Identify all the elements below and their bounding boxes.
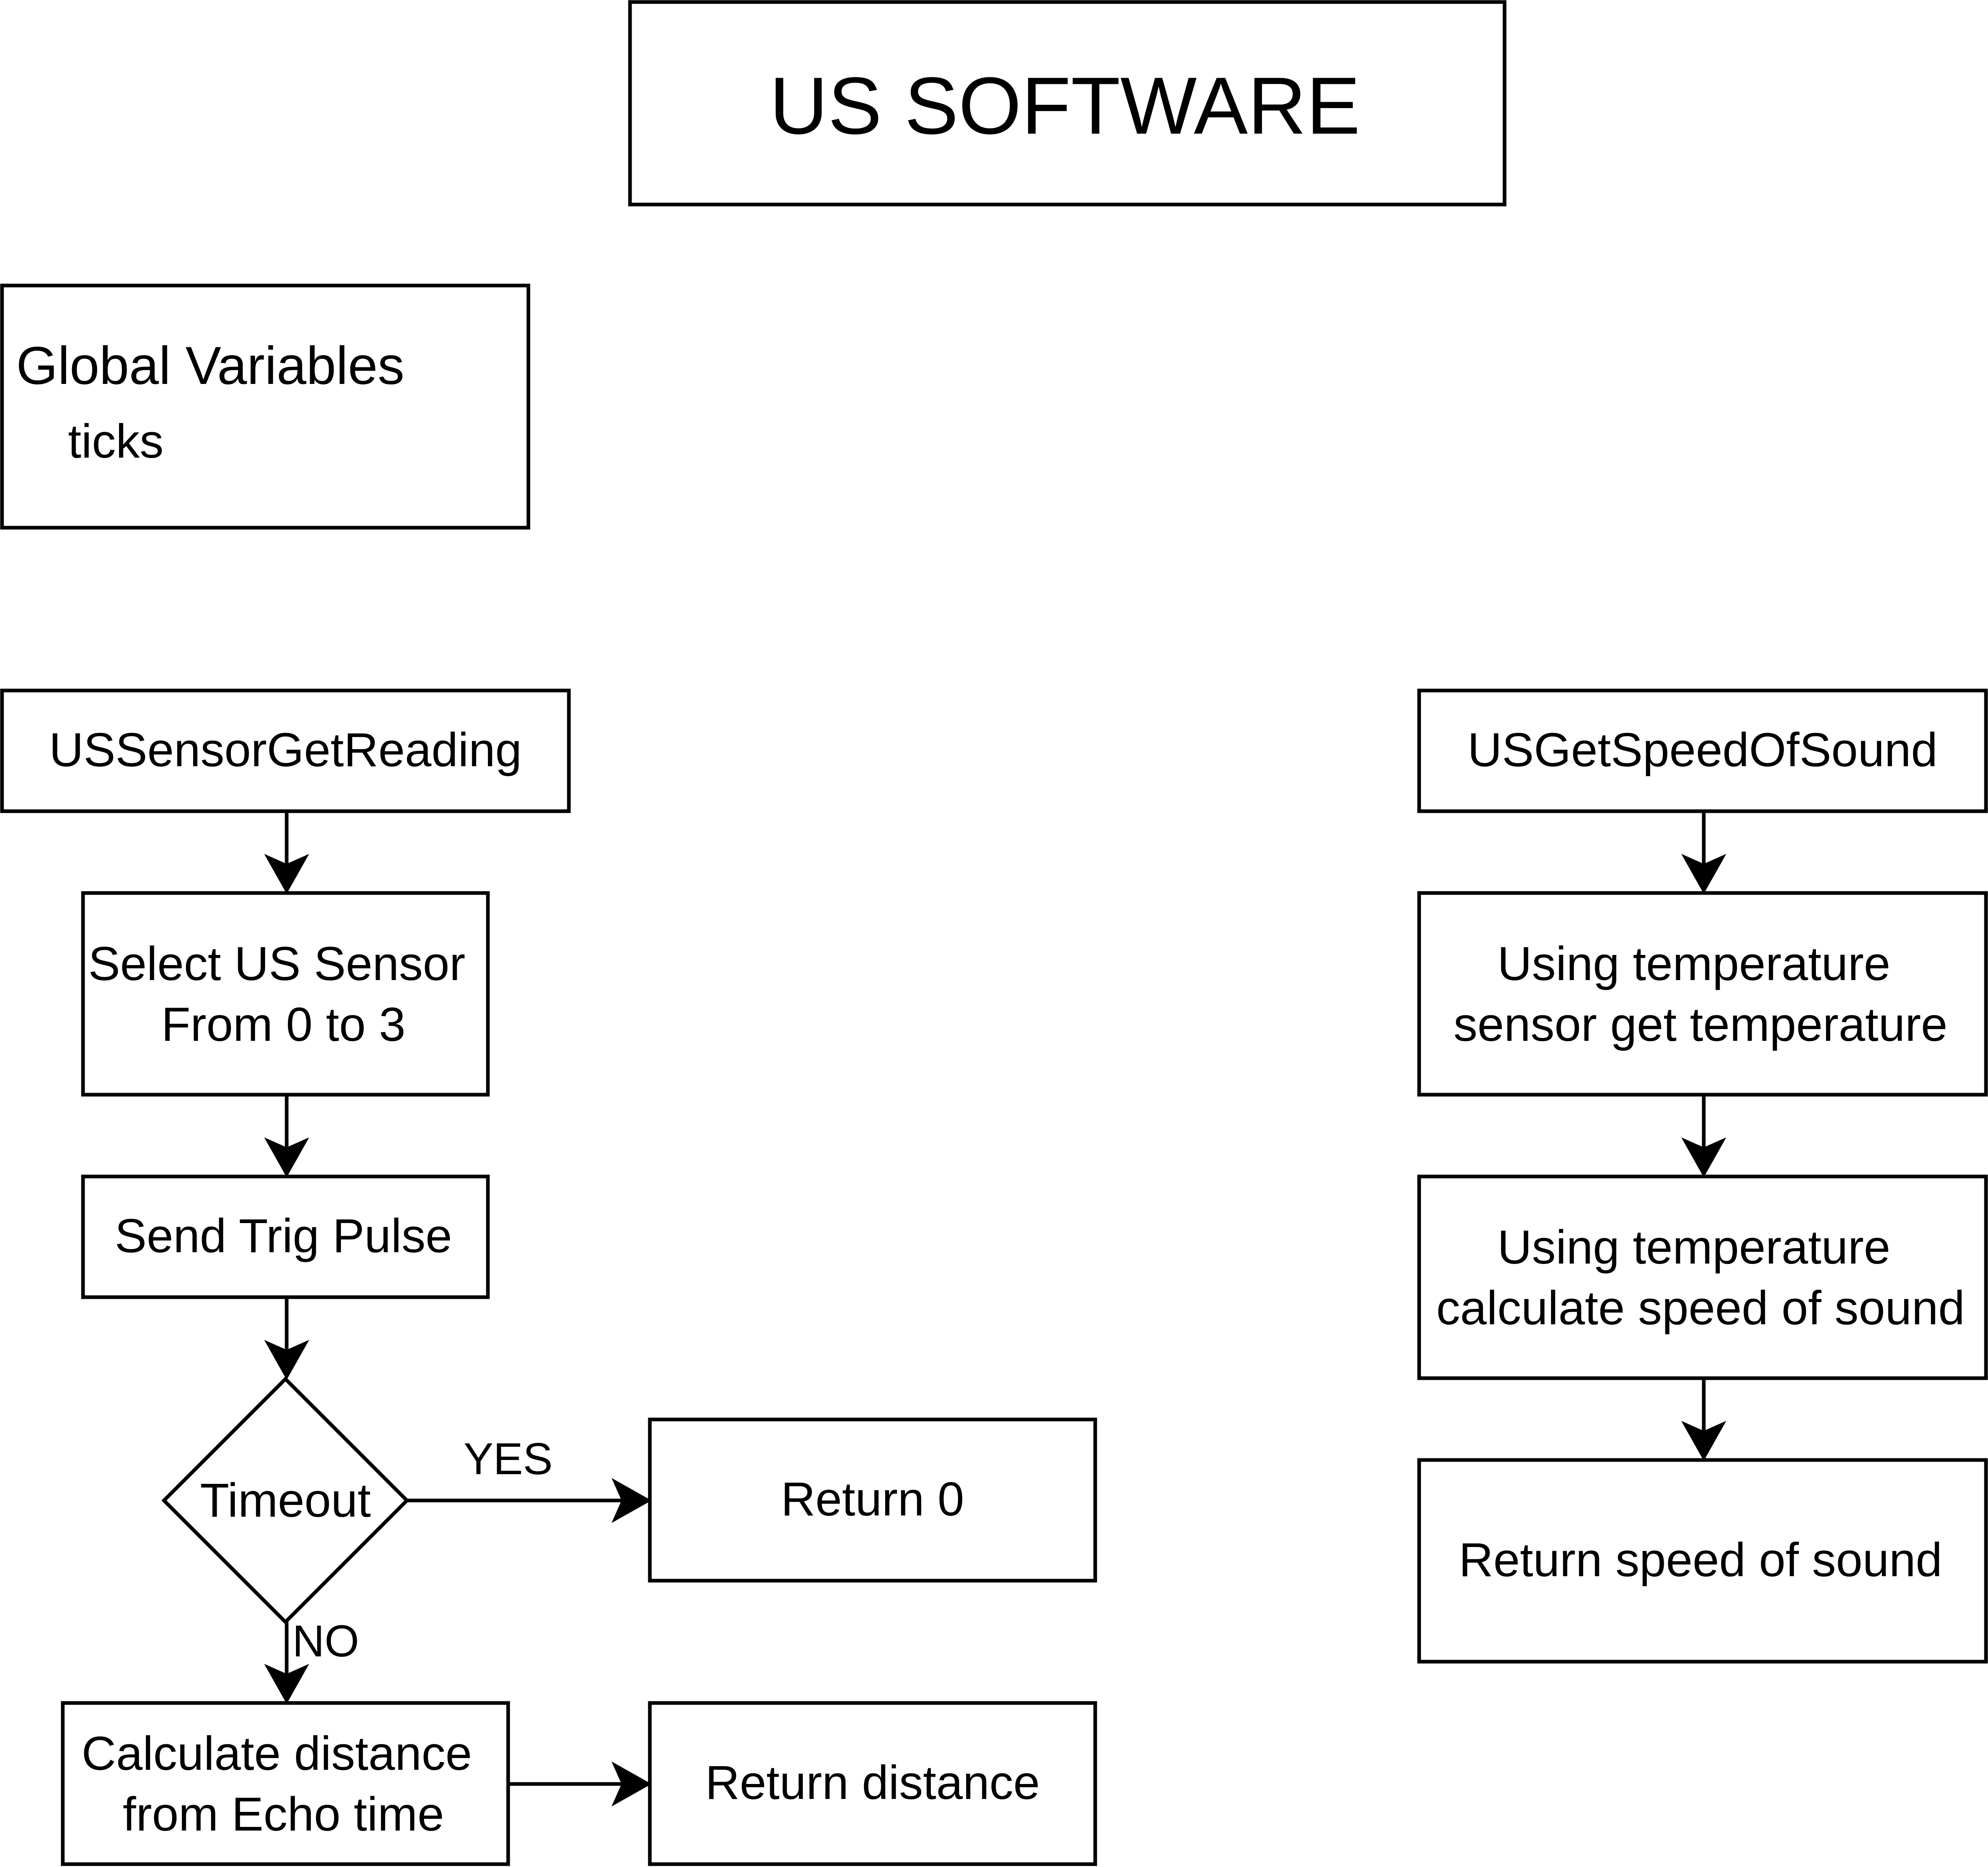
- arrow-speed-to-get-temp: [1681, 811, 1726, 894]
- node-calculate-speed-line1: Using temperature: [1497, 1221, 1890, 1274]
- node-get-temperature-line2: sensor get temperature: [1454, 998, 1948, 1051]
- node-calculate-speed-line2: calculate speed of sound: [1436, 1281, 1965, 1335]
- svg-text:Using temperature calcul: Using temperature calculate speed of sou…: [1436, 1221, 1965, 1335]
- node-calculate-distance-line1: Calculate distance: [81, 1727, 472, 1780]
- node-return-distance: Return distance: [648, 1701, 1097, 1866]
- node-send-trig-pulse: Send Trig Pulse: [81, 1174, 490, 1299]
- svg-text:Select US Sensor From 0: Select US Sensor From 0 to 3: [88, 937, 479, 1051]
- node-return-zero: Return 0: [648, 1417, 1097, 1583]
- node-us-get-speed-of-sound-label: USGetSpeedOfSound: [1467, 723, 1937, 777]
- node-calculate-distance: Calculate distance from Echo time: [61, 1701, 510, 1866]
- svg-text:Calculate distance from: Calculate distance from Echo time: [81, 1727, 485, 1841]
- decision-timeout-label: Timeout: [200, 1474, 371, 1527]
- edge-label-yes: YES: [464, 1434, 553, 1484]
- arrow-trig-to-timeout: [264, 1297, 309, 1380]
- arrow-calc-to-return-speed: [1681, 1378, 1726, 1461]
- page-title: US SOFTWARE: [769, 61, 1360, 151]
- global-variables-heading: Global Variables: [16, 336, 404, 395]
- global-variable-ticks: ticks: [68, 415, 164, 468]
- svg-text:Using temperature sensor: Using temperature sensor get temperature: [1454, 937, 1948, 1051]
- arrow-calculate-to-return: [508, 1761, 652, 1807]
- edge-label-no: NO: [292, 1616, 359, 1666]
- arrow-timeout-yes: [407, 1478, 652, 1523]
- node-send-trig-pulse-label: Send Trig Pulse: [115, 1209, 452, 1263]
- decision-timeout: Timeout: [161, 1376, 410, 1625]
- node-return-speed: Return speed of sound: [1417, 1458, 1988, 1664]
- node-us-get-speed-of-sound: USGetSpeedOfSound: [1417, 688, 1988, 813]
- arrow-select-to-trig: [264, 1095, 309, 1178]
- node-return-distance-label: Return distance: [705, 1756, 1040, 1809]
- global-variables-box: Global Variables ticks: [0, 283, 530, 530]
- node-get-temperature-line1: Using temperature: [1497, 937, 1890, 991]
- arrow-get-temp-to-calc: [1681, 1095, 1726, 1178]
- node-us-sensor-get-reading-label: USSensorGetReading: [49, 723, 522, 777]
- node-select-us-sensor: Select US Sensor From 0 to 3: [81, 891, 490, 1097]
- node-return-speed-label: Return speed of sound: [1459, 1533, 1942, 1587]
- node-return-zero-label: Return 0: [781, 1473, 964, 1526]
- title-box: US SOFTWARE: [628, 0, 1507, 207]
- node-get-temperature: Using temperature sensor get temperature: [1417, 891, 1988, 1097]
- node-calculate-speed: Using temperature calculate speed of sou…: [1417, 1174, 1988, 1380]
- node-select-us-sensor-line2: From 0 to 3: [161, 998, 405, 1051]
- arrow-timeout-no: [264, 1622, 309, 1704]
- arrow-reading-to-select: [264, 811, 309, 894]
- node-calculate-distance-line2: from Echo time: [123, 1788, 444, 1841]
- node-select-us-sensor-line1: Select US Sensor: [88, 937, 465, 991]
- node-us-sensor-get-reading: USSensorGetReading: [0, 688, 571, 813]
